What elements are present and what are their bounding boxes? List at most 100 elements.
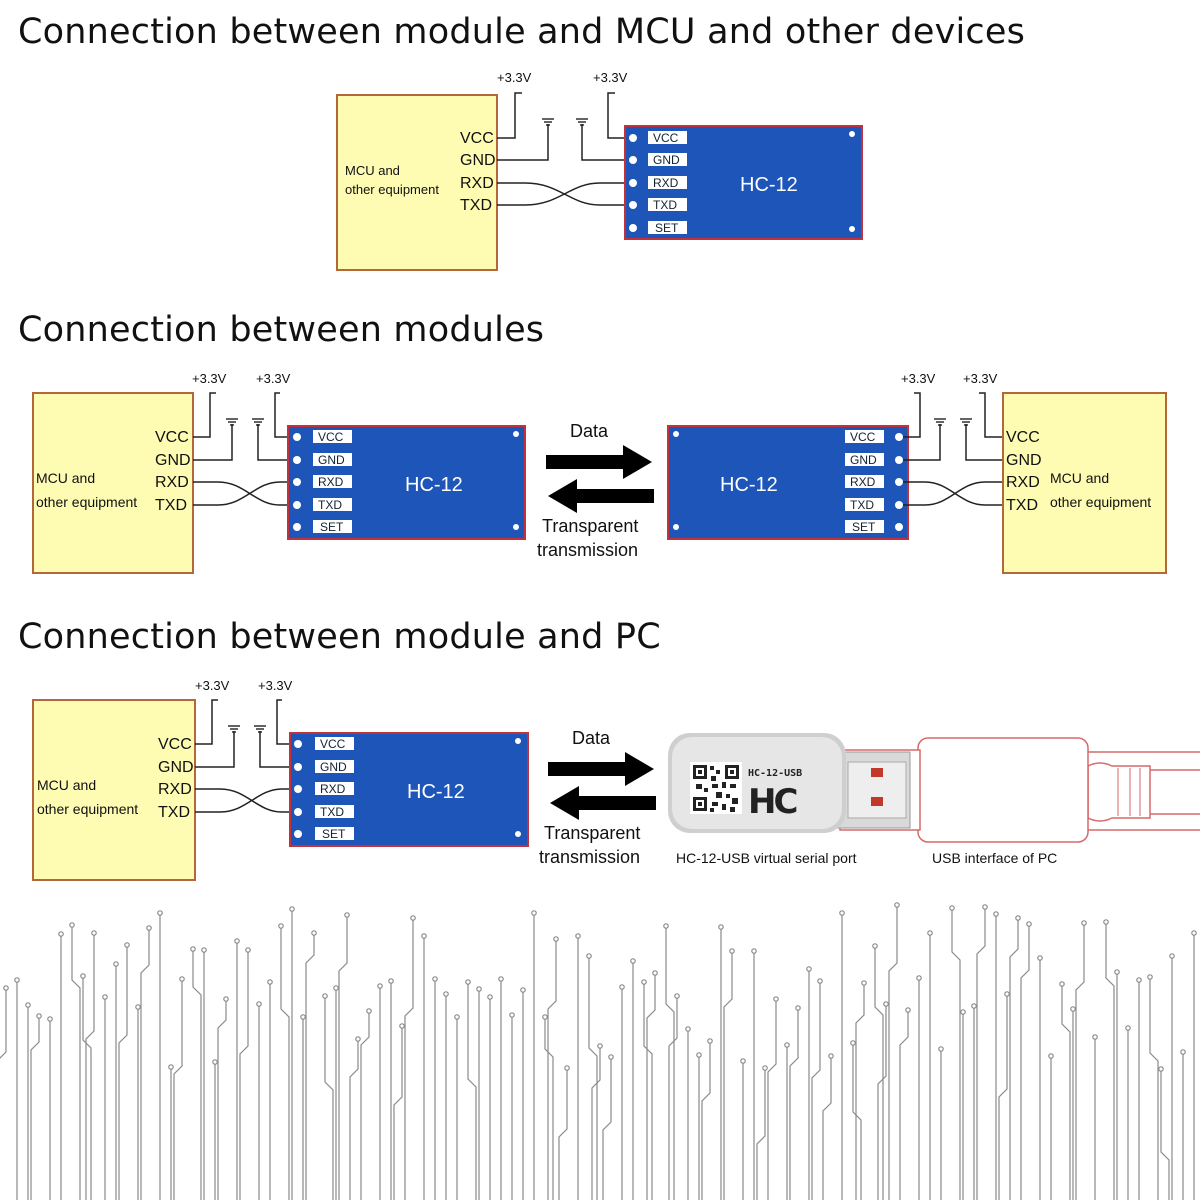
circuit-node — [487, 994, 493, 1000]
mcu-pin-vcc: VCC — [460, 130, 494, 147]
circuit-trace — [305, 933, 315, 1200]
circuit-node — [1026, 921, 1032, 927]
circuit-trace — [547, 939, 557, 1200]
circuit-node — [619, 984, 625, 990]
circuit-node — [586, 953, 592, 959]
circuit-node — [311, 930, 317, 936]
circuit-trace — [723, 951, 733, 1200]
circuit-node — [212, 1059, 218, 1065]
circuit-trace — [822, 1056, 832, 1200]
module-pin-rxd: RXD — [318, 475, 344, 489]
module-pin-txd: TXD — [850, 498, 874, 512]
mcu-label-line2: other equipment — [37, 801, 138, 817]
module-name: HC-12 — [740, 174, 798, 196]
circuit-node — [366, 1008, 372, 1014]
circuit-trace — [951, 908, 961, 1200]
data-label: Data — [570, 421, 609, 441]
circuit-node — [157, 910, 163, 916]
circuit-trace — [1061, 984, 1071, 1200]
module-pin-gnd: GND — [850, 453, 877, 467]
mcu-label-line1: MCU and — [1050, 470, 1109, 486]
circuit-node — [1070, 1006, 1076, 1012]
circuit-trace — [756, 1068, 766, 1200]
circuit-node — [916, 975, 922, 981]
module-pins: VCC GND RXD TXD SET — [294, 737, 354, 841]
circuit-node — [520, 987, 526, 993]
circuit-node — [47, 1016, 53, 1022]
circuit-node — [443, 991, 449, 997]
circuit-node — [542, 1014, 548, 1020]
circuit-trace — [404, 918, 414, 1200]
mcu-label-line1: MCU and — [36, 470, 95, 486]
circuit-node — [707, 1038, 713, 1044]
module-pin-vcc: VCC — [320, 737, 346, 751]
circuit-node — [718, 924, 724, 930]
module-pin-gnd: GND — [318, 453, 345, 467]
mcu-pin-txd: TXD — [158, 804, 190, 821]
circuit-node — [80, 973, 86, 979]
circuit-trace — [1149, 977, 1159, 1200]
circuit-node — [245, 947, 251, 953]
circuit-node — [564, 1065, 570, 1071]
mcu-pin-vcc: VCC — [1006, 429, 1040, 446]
usb-caption-left: HC-12-USB virtual serial port — [676, 850, 857, 866]
circuit-node — [784, 1042, 790, 1048]
circuit-node — [1092, 1034, 1098, 1040]
module-pin-txd: TXD — [320, 805, 344, 819]
circuit-node — [1037, 955, 1043, 961]
arrow-left-icon — [548, 479, 654, 513]
module-pin-rxd: RXD — [850, 475, 876, 489]
circuit-trace — [701, 1041, 711, 1200]
arrow-right-icon — [548, 752, 654, 786]
mcu-pin-txd: TXD — [460, 197, 492, 214]
circuit-node — [773, 996, 779, 1002]
circuit-node — [399, 1023, 405, 1029]
section-title-modules: Connection between modules — [18, 310, 545, 350]
circuit-node — [322, 993, 328, 999]
circuit-trace — [324, 996, 334, 1200]
section-1-diagram: MCU and other equipment VCC GND RXD TXD … — [336, 70, 863, 271]
circuit-node — [1048, 1053, 1054, 1059]
usb-stick-icon: HC-12-USB HC — [668, 733, 1200, 843]
module-pin-vcc: VCC — [850, 430, 876, 444]
circuit-node — [883, 1001, 889, 1007]
power-label: +3.3V — [258, 678, 293, 693]
circuit-node — [729, 948, 735, 954]
circuit-node — [949, 905, 955, 911]
wires — [195, 699, 297, 813]
mcu-pin-gnd: GND — [155, 452, 191, 469]
circuit-node — [69, 922, 75, 928]
module-pin-set: SET — [320, 520, 344, 534]
circuit-node — [146, 925, 152, 931]
circuit-node — [751, 948, 757, 954]
circuit-node — [267, 979, 273, 985]
usb-caption-right: USB interface of PC — [932, 850, 1057, 866]
circuit-node — [36, 1013, 42, 1019]
circuit-node — [861, 980, 867, 986]
circuit-node — [25, 1002, 31, 1008]
circuit-node — [388, 978, 394, 984]
circuit-node — [102, 994, 108, 1000]
circuit-trace — [643, 982, 653, 1200]
circuit-trace — [1020, 924, 1030, 1200]
circuit-trace — [393, 1026, 403, 1200]
circuit-trace — [877, 1004, 887, 1200]
circuit-node — [179, 976, 185, 982]
circuit-trace — [588, 956, 598, 1200]
circuit-trace — [239, 950, 249, 1200]
circuit-trace — [998, 994, 1008, 1200]
wires-right — [903, 392, 1003, 506]
circuit-node — [696, 1052, 702, 1058]
circuit-node — [817, 978, 823, 984]
circuit-node — [223, 996, 229, 1002]
circuit-node — [113, 961, 119, 967]
module-pin-set: SET — [655, 221, 679, 235]
circuit-node — [1147, 974, 1153, 980]
circuit-node — [971, 1003, 977, 1009]
module-pin-gnd: GND — [320, 760, 347, 774]
circuit-trace — [1009, 918, 1019, 1200]
circuit-node — [762, 1065, 768, 1071]
mcu-pin-rxd: RXD — [1006, 474, 1040, 491]
circuit-trace — [349, 1039, 359, 1200]
